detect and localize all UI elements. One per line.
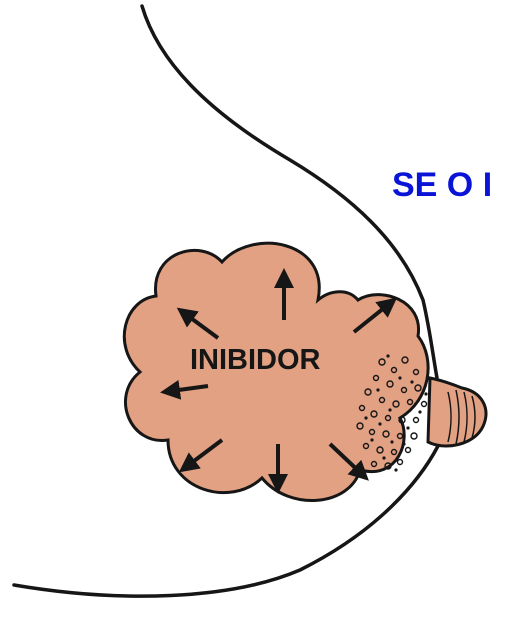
arrow-icon [160,379,209,400]
mammary-lobe [122,241,430,502]
duct-dots [364,354,428,472]
caption-cutoff [510,170,518,204]
breast-outline-lower [12,444,440,598]
breast-outline-upper [140,4,439,380]
inhibitor-label: INIBIDOR [190,344,321,376]
arrows [160,268,398,494]
caption-text: SE O I [392,166,493,204]
arrow-icon [176,307,220,340]
arrow-icon [328,442,369,481]
arrow-icon [352,297,398,334]
arrow-icon [178,438,224,473]
duct-stippling [356,356,428,470]
nipple-icon [426,376,488,448]
